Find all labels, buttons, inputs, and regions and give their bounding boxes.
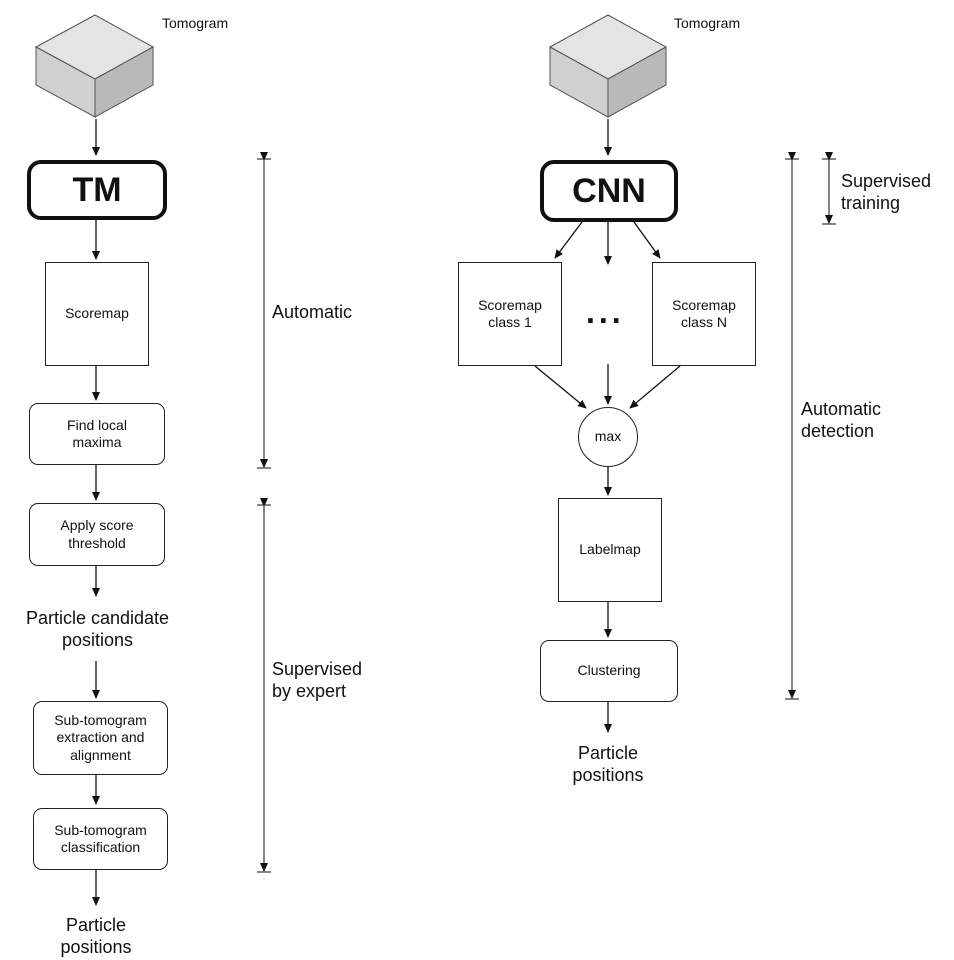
- bracket-supervised-training: [822, 152, 836, 225]
- max-node: max: [578, 407, 638, 467]
- tm-box: TM: [27, 160, 167, 220]
- apply-score-threshold-box: Apply score threshold: [29, 503, 165, 566]
- cnn-box: CNN: [540, 160, 678, 222]
- particle-candidate-positions-label: Particle candidate positions: [25, 607, 170, 651]
- tomogram-label-right: Tomogram: [674, 15, 741, 32]
- bracket-automatic: [257, 152, 271, 469]
- right-flow-arrows: [534, 119, 681, 733]
- sub-tomogram-classification-box: Sub-tomogram classification: [33, 808, 168, 870]
- ellipsis: ...: [586, 294, 625, 330]
- scoremap-box: Scoremap: [45, 262, 149, 366]
- bracket-supervised-expert: [257, 498, 271, 873]
- find-local-maxima-box: Find local maxima: [29, 403, 165, 465]
- particle-positions-label-left: Particle positions: [60, 914, 132, 958]
- automatic-detection-label: Automatic detection: [801, 398, 882, 442]
- supervised-by-expert-label: Supervised by expert: [272, 658, 363, 702]
- scoremap-class-1-box: Scoremap class 1: [458, 262, 562, 366]
- bracket-automatic-detection: [785, 152, 799, 700]
- supervised-training-label: Supervised training: [841, 170, 932, 214]
- sub-tomogram-extraction-box: Sub-tomogram extraction and alignment: [33, 701, 168, 775]
- tomogram-cube-left: [34, 14, 155, 118]
- tomogram-label-left: Tomogram: [162, 15, 229, 32]
- scoremap-class-n-box: Scoremap class N: [652, 262, 756, 366]
- labelmap-box: Labelmap: [558, 498, 662, 602]
- clustering-box: Clustering: [540, 640, 678, 702]
- automatic-label: Automatic: [272, 301, 353, 322]
- tomogram-cube-right: [548, 14, 668, 118]
- particle-positions-label-right: Particle positions: [572, 742, 644, 786]
